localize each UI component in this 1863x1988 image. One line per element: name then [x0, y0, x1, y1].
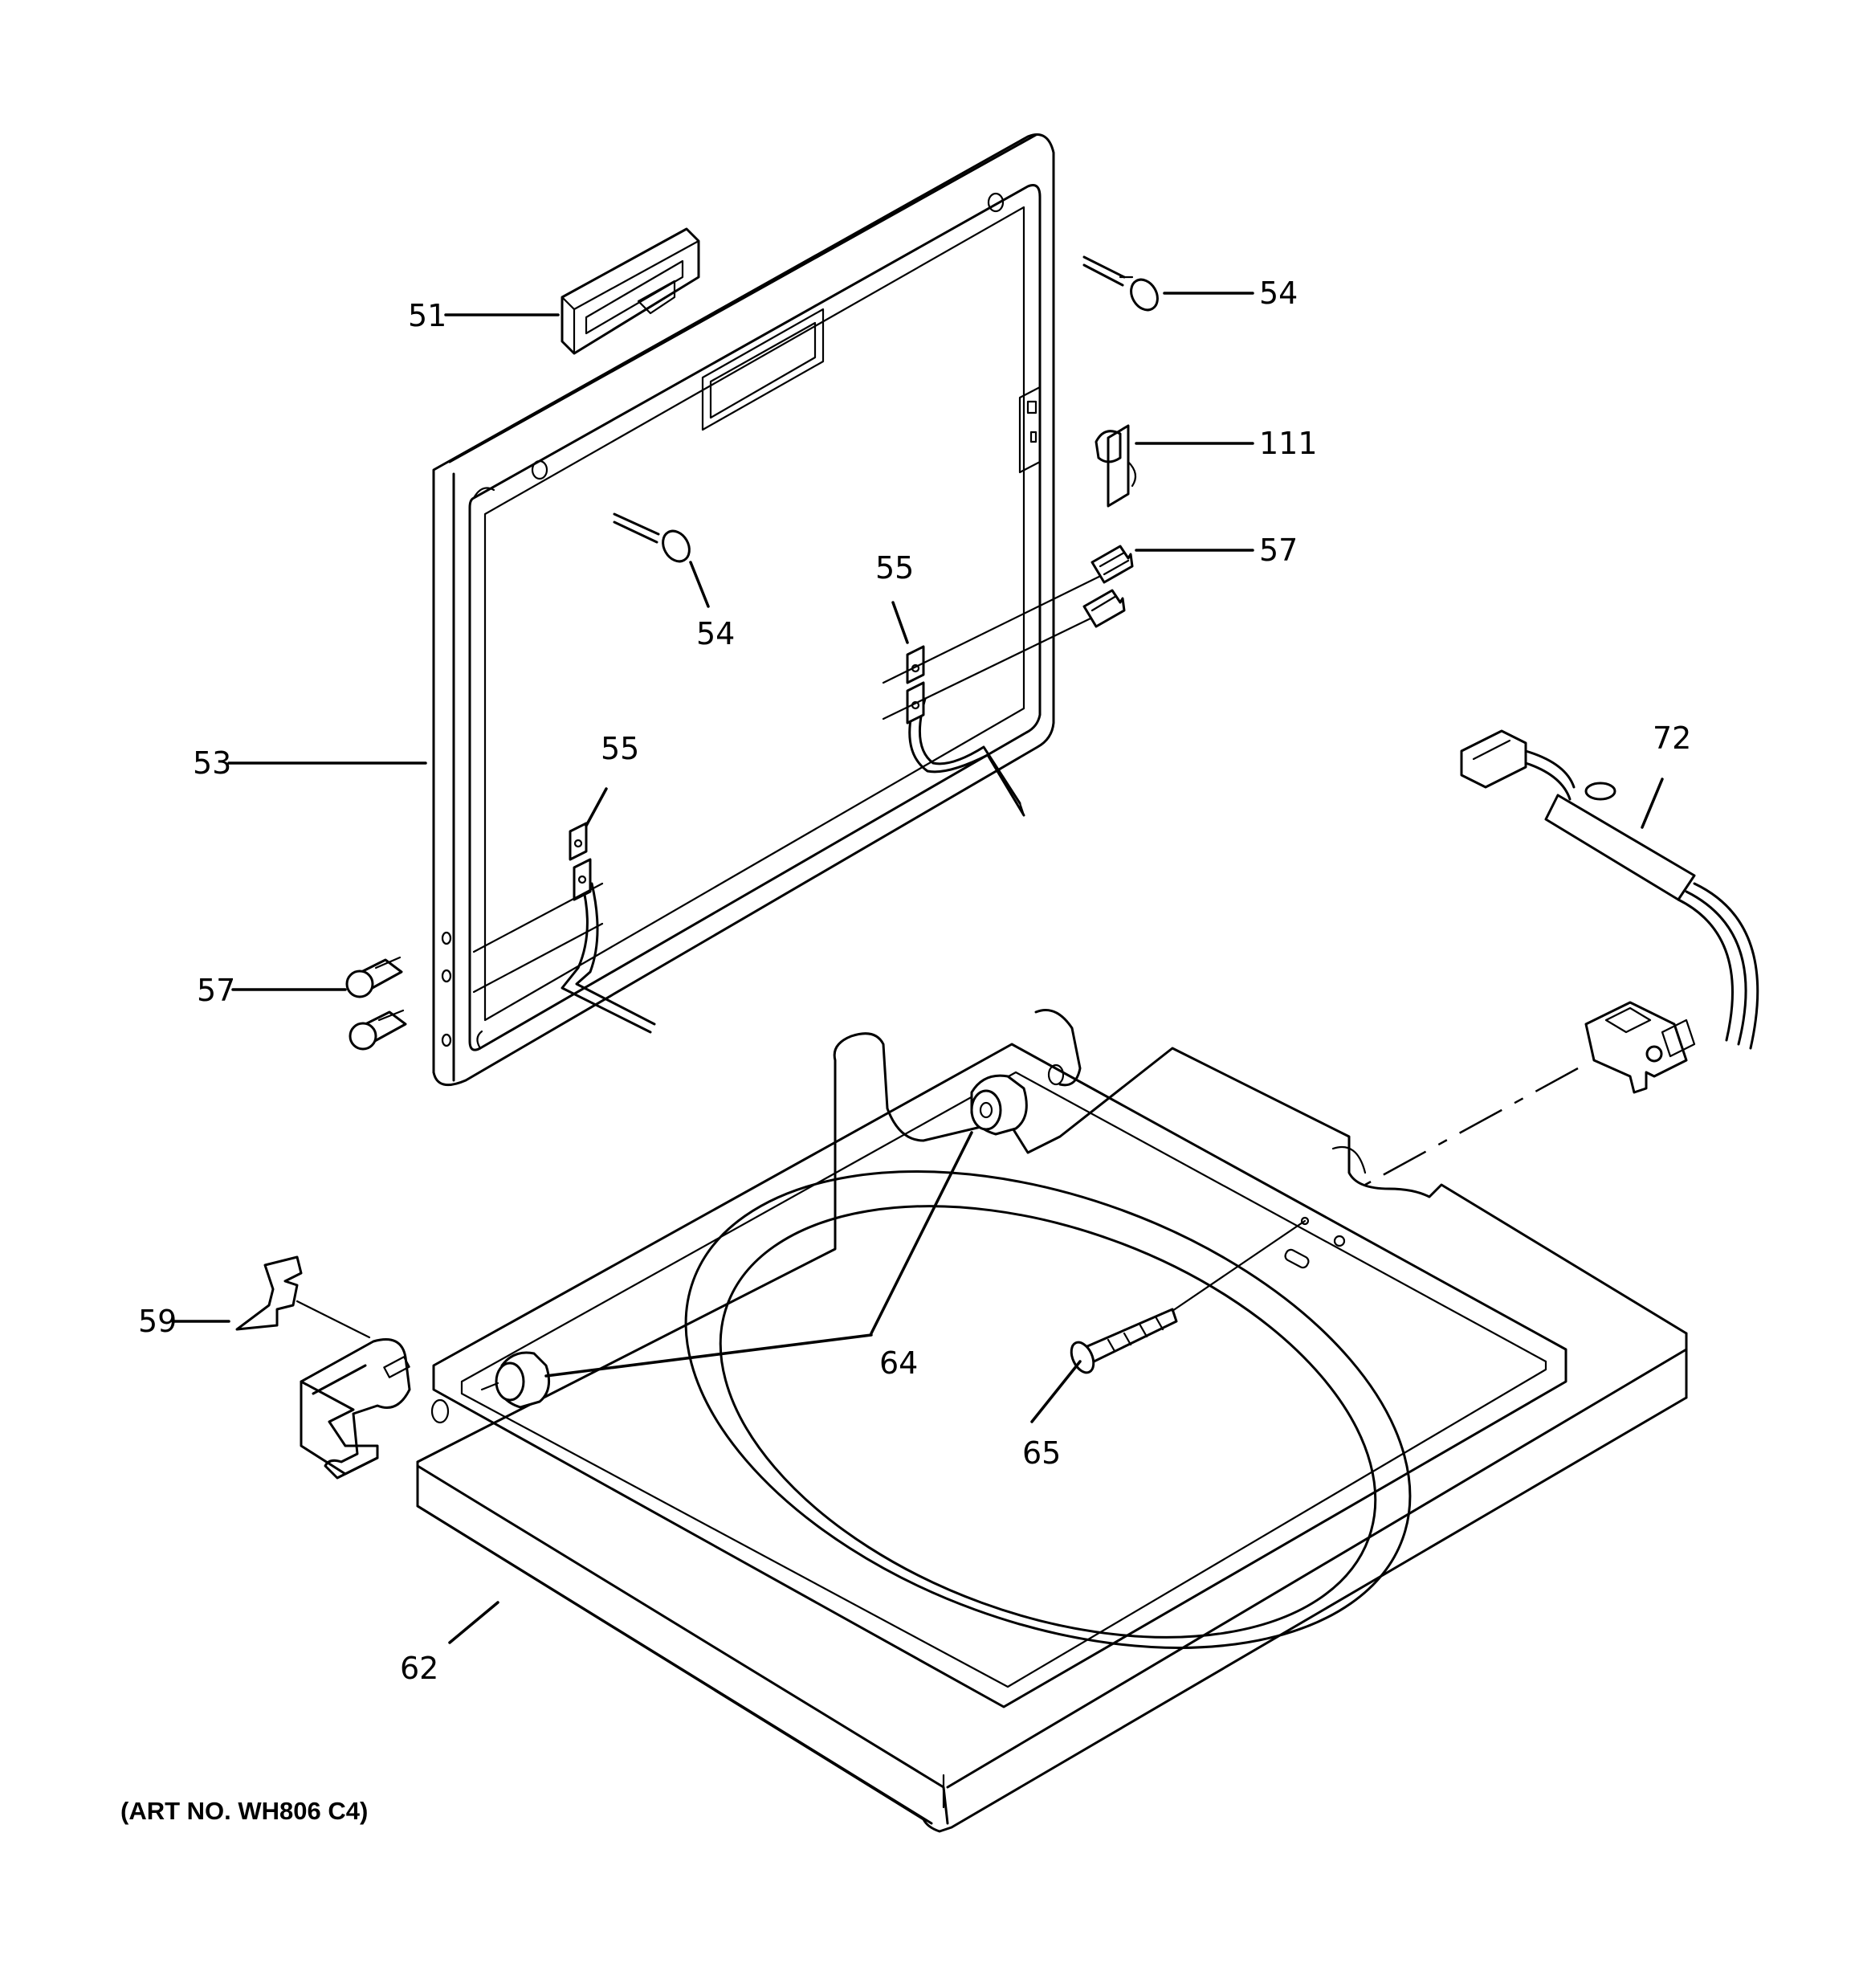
- callout-51: 51: [408, 298, 446, 333]
- callout-64: 64: [879, 1345, 918, 1381]
- screw-part-57-lower: [345, 956, 407, 1051]
- callout-55-left: 55: [601, 731, 639, 766]
- callout-54-lower: 54: [696, 616, 735, 651]
- wire-harness-left: [472, 822, 656, 1034]
- wire-harness-right: [882, 565, 1122, 817]
- art-number: (ART NO. WH806 C4): [120, 1797, 368, 1825]
- callout-57-lower: 57: [197, 973, 235, 1008]
- lid-frame: [432, 133, 1055, 1087]
- callout-59: 59: [138, 1304, 177, 1339]
- callout-57-upper: 57: [1259, 533, 1298, 568]
- callout-labels: 51 54 111 57 54 55 55 53 57 72 59 64 65 …: [138, 276, 1691, 1686]
- bumper-part-64-upper: [970, 1074, 1028, 1136]
- callout-53: 53: [193, 745, 231, 781]
- pin-part-54-lower: [613, 512, 691, 563]
- callout-72: 72: [1653, 720, 1691, 756]
- screw-part-65: [1070, 1219, 1307, 1374]
- leader-lines: [171, 292, 1664, 1644]
- pin-part-54-upper: [1082, 255, 1159, 312]
- callout-65: 65: [1022, 1435, 1061, 1471]
- callout-55-right: 55: [875, 550, 914, 586]
- clip-part-111: [1095, 424, 1137, 508]
- callout-111: 111: [1259, 426, 1318, 461]
- latch-handle-part-51: [561, 227, 700, 355]
- main-top-cover-part-62: [300, 1009, 1688, 1833]
- wire-harness-part-72: [1460, 729, 1759, 1094]
- screw-part-57-upper: [1082, 545, 1134, 628]
- bumper-part-64-lower: [480, 1351, 551, 1409]
- callout-62: 62: [400, 1651, 438, 1686]
- connection-dash-line: [1364, 1067, 1579, 1186]
- callout-54-upper: 54: [1259, 276, 1298, 311]
- clip-part-59: [235, 1255, 371, 1339]
